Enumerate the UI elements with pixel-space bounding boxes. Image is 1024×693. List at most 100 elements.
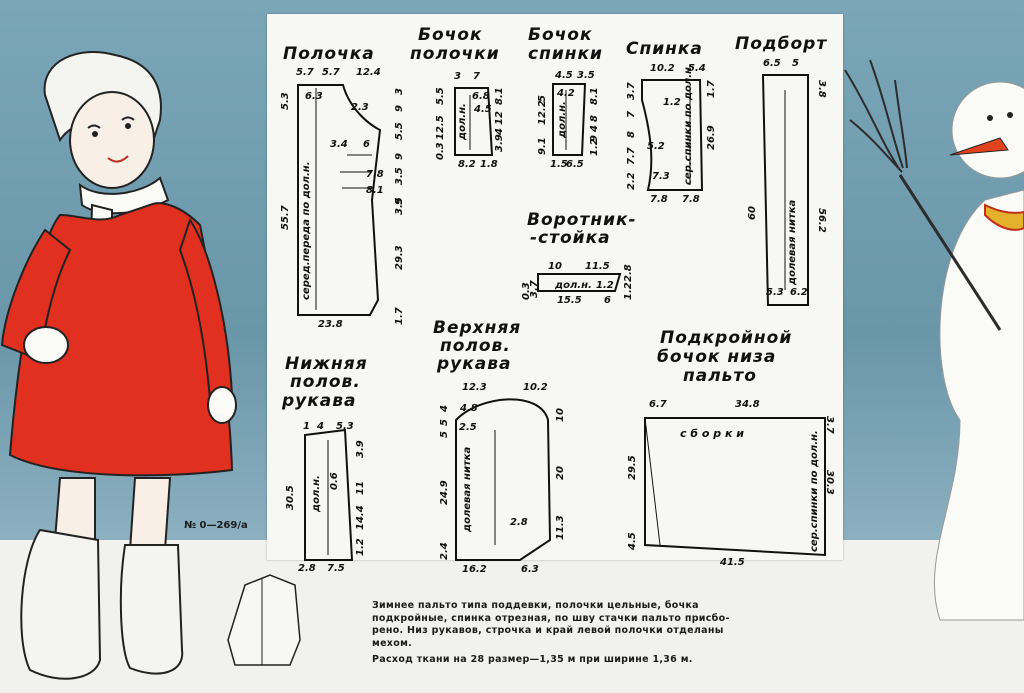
- podbort-piece: [761, 74, 809, 306]
- podkroyny-right-2: 30.3: [824, 470, 835, 495]
- polochka-right-dim-8: 29.3: [394, 245, 405, 270]
- polochka-inner-1: 6.3: [305, 91, 323, 102]
- spinka-top-2: 5.4: [688, 63, 706, 74]
- bochok-spinki-bottom-1: 1.5: [550, 159, 568, 170]
- spinka-left-3: 8: [626, 131, 637, 138]
- podbort-bottom-1: 5.3: [766, 287, 784, 298]
- verkhnyaya-inner-3: долевая нитка: [462, 446, 473, 532]
- verkhnyaya-top-2: 10.2: [523, 382, 548, 393]
- bochok-polochki-right-2: 12: [494, 111, 505, 125]
- bochok-spinki-piece: [552, 83, 587, 156]
- bochok-polochki-piece: [454, 87, 494, 156]
- bochok-polochki-inner-3: дол.н.: [457, 103, 468, 140]
- spinka-bottom-1: 7.8: [650, 194, 668, 205]
- podbort-right-1: 3.8: [816, 80, 827, 98]
- vorotnik-title: Воротник-: [527, 210, 637, 230]
- bochok-polochki-left-2: 12.5: [435, 115, 446, 140]
- bochok-spinki-right-2: 8: [589, 115, 600, 122]
- verkhnyaya-left-1: 4: [439, 405, 450, 412]
- polochka-top-dim-1: 5.7: [296, 67, 314, 78]
- bochok-spinki-right-5: 1.2: [589, 138, 600, 156]
- polochka-title: Полочка: [283, 44, 375, 64]
- podkroyny-inner-2: сер.спинки по дол.н.: [809, 430, 820, 552]
- podbort-title: Подборт: [735, 34, 828, 54]
- polochka-grainline-label: серед.переда по дол.н.: [301, 161, 312, 300]
- caption-line-5: Расход ткани на 28 размер—1,35 м при шир…: [372, 654, 693, 665]
- polochka-inner-2: 2.3: [351, 102, 369, 113]
- nizhnyaya-right-2: 11: [355, 481, 366, 495]
- caption-line-1: Зимнее пальто типа поддевки, полочки цел…: [372, 600, 699, 611]
- verkhnyaya-inner-2: 2.5: [459, 422, 477, 433]
- nizhnyaya-title-line3: рукава: [282, 391, 357, 411]
- polochka-right-dim-3: 5.5: [394, 122, 405, 140]
- bochok-polochki-bottom-2: 1.8: [480, 159, 498, 170]
- polochka-left-dim-2: 55.7: [280, 205, 291, 230]
- nizhnyaya-top-2: 4: [317, 421, 324, 432]
- caption-line-2: подкройные, спинка отрезная, по шву стач…: [372, 612, 730, 624]
- bochok-spinki-bottom-2: 6.5: [566, 159, 584, 170]
- nizhnyaya-title-line2: полов.: [290, 372, 361, 392]
- spinka-left-5: 2.2: [626, 172, 637, 190]
- verkhnyaya-piece: [455, 398, 552, 561]
- spinka-inner-3: 7.3: [652, 171, 670, 182]
- vorotnik-top-1: 10: [548, 261, 562, 272]
- podkroyny-left-1: 29.5: [627, 455, 638, 480]
- verkhnyaya-title-line3: рукава: [437, 354, 512, 374]
- podbort-bottom-2: 6.2: [790, 287, 808, 298]
- bochok-polochki-right-1: 8.1: [494, 87, 505, 105]
- spinka-right-2: 26.9: [706, 125, 717, 150]
- bochok-spinki-title: Бочок: [528, 25, 593, 45]
- bochok-polochki-inner-1: 6.8: [472, 91, 490, 102]
- bochok-spinki-title-line2: спинки: [528, 44, 603, 64]
- nizhnyaya-right-3: 14.4: [355, 505, 366, 530]
- podkroyny-bottom: 41.5: [720, 557, 745, 568]
- podkroyny-top-2: 34.8: [735, 399, 760, 410]
- podkroyny-title-line3: пальто: [683, 366, 757, 386]
- polochka-inner-4: 6: [363, 139, 370, 150]
- nizhnyaya-right-4: 1.2: [355, 538, 366, 556]
- bochok-polochki-title: Бочок: [418, 25, 483, 45]
- verkhnyaya-right-1: 10: [555, 408, 566, 422]
- bochok-spinki-left-2: 12.2: [537, 100, 548, 125]
- podbort-top-1: 6.5: [763, 58, 781, 69]
- verkhnyaya-inner-1: 4.8: [460, 403, 478, 414]
- nizhnyaya-bottom-1: 2.8: [298, 563, 316, 574]
- spinka-piece: [641, 79, 704, 191]
- vorotnik-bottom-1: 15.5: [557, 295, 582, 306]
- spinka-bottom-2: 7.8: [682, 194, 700, 205]
- nizhnyaya-top-1: 1: [303, 421, 310, 432]
- nizhnyaya-left: 30.5: [285, 485, 296, 510]
- polochka-right-dim-2: 9: [394, 105, 405, 112]
- bochok-spinki-right-3: 4: [589, 125, 600, 132]
- description-caption: Зимнее пальто типа поддевки, полочки цел…: [372, 600, 822, 667]
- spinka-left-2: 7: [626, 111, 637, 118]
- verkhnyaya-left-4: 24.9: [439, 480, 450, 505]
- bochok-spinki-inner-1: 4.2: [557, 88, 575, 99]
- polochka-right-dim-5: 3.5: [394, 167, 405, 185]
- vorotnik-top-2: 11.5: [585, 261, 610, 272]
- nizhnyaya-bottom-2: 7.5: [327, 563, 345, 574]
- verkhnyaya-bottom-2: 6.3: [521, 564, 539, 575]
- bochok-polochki-top-2: 7: [473, 71, 480, 82]
- podkroyny-top-1: 6.7: [649, 399, 667, 410]
- podkroyny-left-2: 4.5: [627, 532, 638, 550]
- bochok-spinki-left-1: 9.1: [537, 137, 548, 155]
- polochka-top-dim-3: 12.4: [356, 67, 381, 78]
- pattern-sheet: [267, 14, 843, 560]
- caption-line-4: мехом.: [372, 637, 413, 649]
- vorotnik-inner-2: 1.2: [596, 280, 614, 291]
- vorotnik-piece: [537, 273, 622, 292]
- verkhnyaya-right-2: 20: [555, 466, 566, 480]
- polochka-inner-3: 3.4: [330, 139, 348, 150]
- polochka-right-dim-9: 1.7: [394, 307, 405, 325]
- nizhnyaya-right-1: 3.9: [355, 440, 366, 458]
- spinka-top-1: 10.2: [650, 63, 675, 74]
- spinka-left-1: 3.7: [626, 82, 637, 100]
- nizhnyaya-inner-2: дол.н.: [311, 475, 322, 512]
- bochok-polochki-right-4: 3.9: [494, 134, 505, 152]
- polochka-right-dim-7: 3.5: [394, 197, 405, 215]
- spinka-left-4: 7.7: [626, 147, 637, 165]
- polochka-top-dim-2: 5.7: [322, 67, 340, 78]
